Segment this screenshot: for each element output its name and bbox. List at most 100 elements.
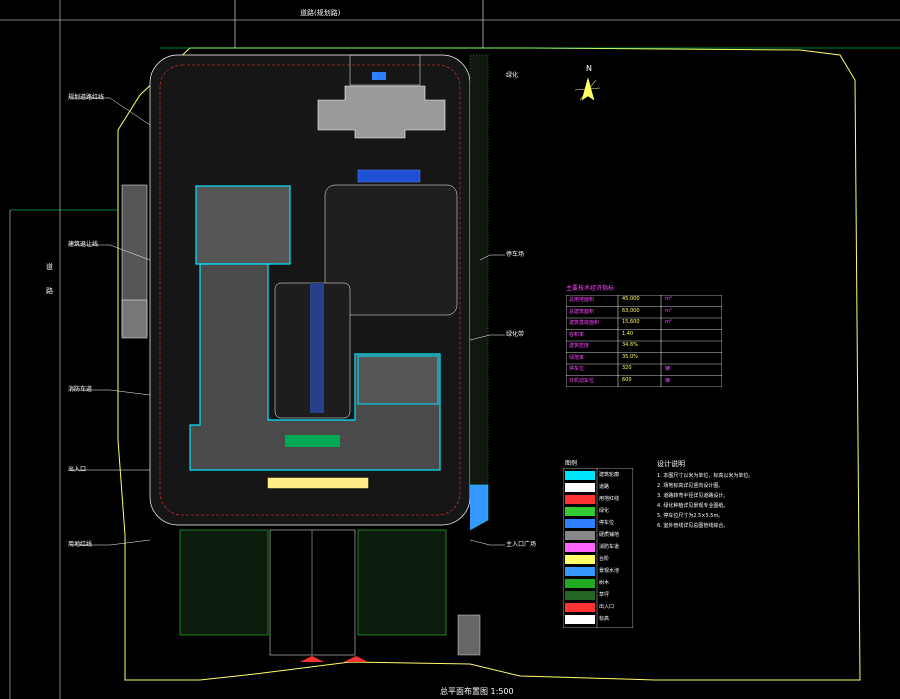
table-grid — [566, 295, 722, 387]
west-kiosk — [121, 299, 148, 339]
legend-label: 消防车道 — [599, 544, 620, 550]
callout-7: 绿化带 — [506, 331, 525, 338]
legend-item: 台阶 — [563, 554, 633, 565]
legend-label: 景观水池 — [599, 568, 620, 574]
west-road-label-2: 路 — [46, 287, 53, 295]
table-cell-value: 45,000 — [622, 296, 640, 302]
table-row: 绿地率 35.0% — [566, 353, 722, 364]
legend-swatch — [565, 603, 595, 612]
legend-swatch — [565, 567, 595, 576]
legend-label: 标高 — [599, 616, 610, 622]
legend-frame — [563, 468, 633, 628]
north-plaza — [349, 54, 421, 86]
east-green-strip — [469, 54, 489, 486]
legend-swatch — [565, 471, 595, 480]
legend-item: 硬质铺地 — [563, 530, 633, 541]
legend-swatch — [565, 495, 595, 504]
legend-item: 草坪 — [563, 590, 633, 601]
north-arrow — [574, 77, 601, 101]
southwest-garden — [179, 529, 269, 636]
design-notes: 设计说明 1. 本图尺寸以米为单位，标高以米为单位。 2. 场地标高详见竖向设计… — [657, 459, 857, 529]
south-entrance-arrow-2 — [344, 656, 368, 662]
top-road-label: 道路(规划路) — [300, 9, 341, 17]
table-cell-name: 建筑基底面积 — [569, 320, 600, 326]
south-axis-plaza — [269, 529, 356, 656]
legend-item: 景观水池 — [563, 566, 633, 577]
main-building-central — [189, 263, 441, 471]
fire-lane-redline — [159, 64, 461, 516]
notes-line: 3. 道路转弯半径详见道路设计。 — [657, 493, 729, 499]
legend-label: 草坪 — [599, 592, 610, 598]
callout-6: 停车场 — [506, 251, 525, 258]
callout-1: 规划道路红线 — [68, 94, 105, 101]
table-cell-value: 15,600 — [622, 319, 640, 325]
table-row: 停车位 320 辆 — [566, 364, 722, 375]
table-cell-value: 35.0% — [622, 353, 638, 360]
notes-line: 1. 本图尺寸以米为单位，标高以米为单位。 — [657, 473, 754, 479]
callout-3: 消防车道 — [68, 386, 93, 393]
table-cell-value: 34.6% — [622, 342, 638, 348]
legend-item: 道路 — [563, 482, 633, 493]
legend-swatch — [565, 507, 595, 516]
legend-item: 树木 — [563, 578, 633, 589]
table-cell-value: 63,000 — [622, 307, 640, 314]
table-cell-name: 非机动车位 — [569, 377, 595, 384]
table-cell-note: m² — [665, 307, 672, 314]
callout-leaders — [70, 97, 505, 546]
east-green-block — [324, 184, 458, 316]
north-building — [317, 85, 446, 139]
table-cell-note: m² — [665, 319, 672, 325]
legend-swatch — [565, 591, 595, 600]
legend-item: 出入口 — [563, 602, 633, 613]
drawing-title: 总平面布置图 1:500 — [440, 686, 514, 697]
south-guard-house — [457, 614, 481, 656]
notes-line: 5. 停车位尺寸为2.5×5.5m。 — [657, 513, 724, 519]
table-cell-value: 600 — [622, 376, 632, 383]
table-row: 总建筑面积 63,000 m² — [566, 307, 722, 318]
table-cell-note: m² — [665, 296, 672, 302]
legend-label: 停车位 — [599, 520, 615, 526]
table-cell-value: 320 — [622, 365, 632, 371]
east-water-feature — [469, 484, 489, 531]
table-row: 总用地面积 45,000 m² — [566, 295, 722, 306]
north-entrance-blue — [372, 72, 386, 80]
table-cell-value: 1.40 — [622, 330, 634, 337]
notes-line: 6. 室外管线详见总图管线综合。 — [657, 523, 729, 529]
notes-line: 2. 场地标高详见竖向设计图。 — [657, 483, 724, 489]
table-cell-name: 容积率 — [569, 331, 585, 338]
notes-line: 4. 绿化种植详见景观专业图纸。 — [657, 503, 729, 509]
north-label: N — [586, 64, 592, 73]
table-cell-note: 辆 — [665, 377, 671, 384]
legend-item: 停车位 — [563, 518, 633, 529]
legend-label: 用地红线 — [599, 496, 620, 502]
legend-label: 绿化 — [599, 508, 610, 514]
legend-label: 道路 — [599, 484, 610, 490]
drawing-scale: 1:500 — [490, 687, 514, 696]
legend-label: 建筑轮廓 — [599, 472, 620, 478]
legend-item: 消防车道 — [563, 542, 633, 553]
callout-2: 建筑退让线 — [68, 241, 99, 248]
legend: 图例 建筑轮廓 道路 用地红线 绿化 停车位 硬质铺地 消防车道 台阶 景观水池… — [563, 460, 633, 628]
table-cell-name: 停车位 — [569, 366, 585, 372]
table-row: 建筑基底面积 15,600 m² — [566, 318, 722, 329]
south-building-label-block — [285, 435, 340, 447]
east-zone-label: 绿化 — [506, 72, 519, 79]
legend-item: 绿化 — [563, 506, 633, 517]
legend-label: 树木 — [599, 580, 610, 586]
courtyard-walkway — [310, 283, 324, 413]
table-cell-name: 总建筑面积 — [569, 308, 595, 315]
southeast-garden — [357, 529, 447, 636]
legend-item: 用地红线 — [563, 494, 633, 505]
table-row: 容积率 1.40 — [566, 330, 722, 341]
table-cell-note: 辆 — [665, 366, 671, 372]
legend-swatch — [565, 555, 595, 564]
legend-label: 出入口 — [599, 604, 615, 610]
callout-5: 用地红线 — [68, 541, 93, 548]
table-title: 主要技术经济指标 — [566, 285, 615, 292]
legend-swatch — [565, 531, 595, 540]
technical-table: 主要技术经济指标 总用地面积 45,000 m² 总建筑面积 63,000 m²… — [566, 285, 722, 387]
legend-swatch — [565, 543, 595, 552]
parking-strip-north — [357, 169, 421, 183]
legend-swatch — [565, 579, 595, 588]
